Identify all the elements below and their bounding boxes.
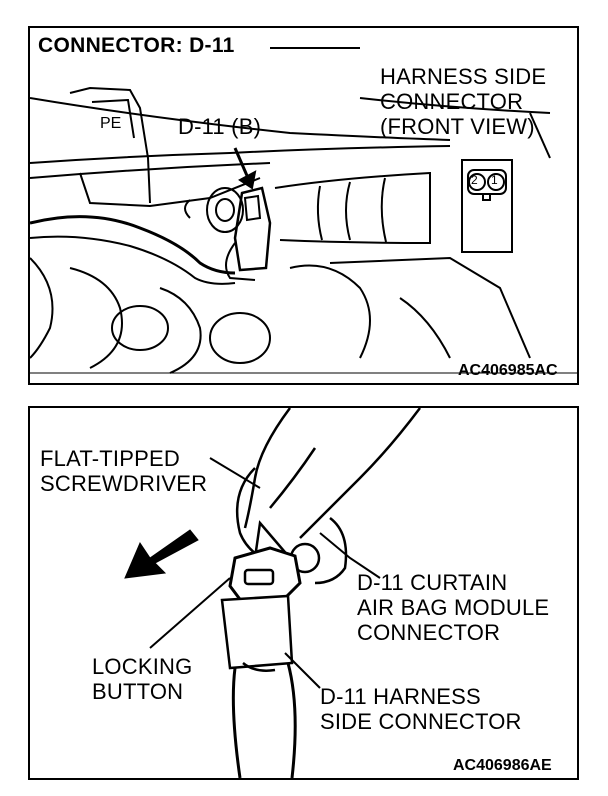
- harness-side-connector-label: HARNESS SIDE CONNECTOR (FRONT VIEW): [380, 64, 547, 139]
- connector-callout-label: D-11 (B): [178, 114, 262, 139]
- pin-2-label: 2: [471, 173, 478, 187]
- pin-1-label: 1: [491, 173, 498, 187]
- figure-code: AC406986AE: [453, 757, 552, 774]
- screwdriver-release-drawing: [124, 408, 421, 778]
- vehicle-interior-drawing: PE: [30, 47, 577, 374]
- disconnect-procedure-diagram: FLAT-TIPPED SCREWDRIVER D-11 CURTAIN AIR…: [28, 406, 579, 780]
- screwdriver-label: FLAT-TIPPED SCREWDRIVER: [40, 446, 208, 496]
- locking-button-label: LOCKING BUTTON: [92, 654, 193, 704]
- curtain-airbag-connector-label: D-11 CURTAIN AIR BAG MODULE CONNECTOR: [357, 570, 550, 645]
- connector-location-diagram: PE: [28, 26, 579, 385]
- figure-code: AC406985AC: [458, 362, 558, 379]
- harness-side-connector-label: D-11 HARNESS SIDE CONNECTOR: [320, 684, 522, 734]
- svg-text:PE: PE: [100, 115, 121, 132]
- connector-title: CONNECTOR: D-11: [38, 34, 235, 57]
